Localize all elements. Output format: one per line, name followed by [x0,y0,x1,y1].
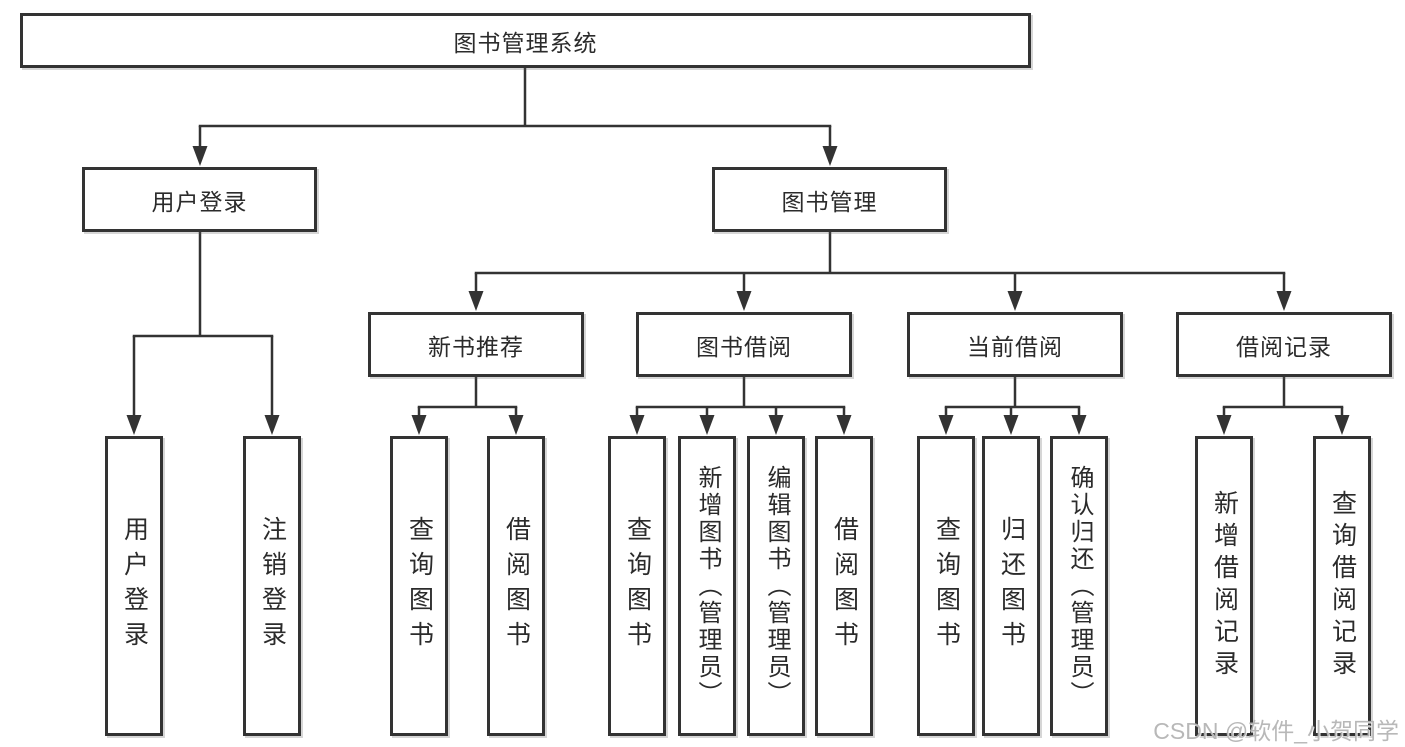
node-book-management-label: 图书管理 [781,188,878,215]
csdn-watermark: CSDN @软件_小贺同学 [1153,718,1399,744]
leaf-borrow-books-recommend: 借阅图书 [487,436,545,736]
leaf-add-books-admin-label: 新增图书（管理员） [694,464,721,708]
leaf-query-books-current: 查询图书 [917,436,975,736]
node-root: 图书管理系统 [20,13,1031,68]
node-new-book-recommend-label: 新书推荐 [428,333,524,360]
leaf-borrow-books: 借阅图书 [815,436,873,736]
node-book-management: 图书管理 [712,167,947,232]
node-current-borrowing-label: 当前借阅 [967,333,1063,360]
node-new-book-recommend: 新书推荐 [368,312,584,377]
leaf-query-books-recommend: 查询图书 [390,436,448,736]
node-root-label: 图书管理系统 [453,29,598,56]
leaf-logout: 注销登录 [243,436,301,736]
leaf-query-books-borrowing-label: 查询图书 [623,516,652,656]
node-borrowing-records: 借阅记录 [1176,312,1392,377]
leaf-query-borrow-record: 查询借阅记录 [1313,436,1371,736]
leaf-edit-books-admin-label: 编辑图书（管理员） [763,464,790,708]
leaf-logout-label: 注销登录 [258,516,287,656]
leaf-return-books-label: 归还图书 [997,516,1026,656]
leaf-return-books: 归还图书 [982,436,1040,736]
leaf-confirm-return-admin: 确认归还（管理员） [1050,436,1108,736]
leaf-query-books-recommend-label: 查询图书 [405,516,434,656]
leaf-query-books-current-label: 查询图书 [932,516,961,656]
leaf-confirm-return-admin-label: 确认归还（管理员） [1066,464,1093,708]
node-borrowing-records-label: 借阅记录 [1236,333,1332,360]
leaf-add-borrow-record: 新增借阅记录 [1195,436,1253,736]
leaf-query-borrow-record-label: 查询借阅记录 [1328,490,1357,682]
leaf-user-login: 用户登录 [105,436,163,736]
leaf-add-books-admin: 新增图书（管理员） [678,436,736,736]
node-book-borrowing-label: 图书借阅 [696,333,792,360]
node-user-login: 用户登录 [82,167,317,232]
node-user-login-label: 用户登录 [151,188,248,215]
node-current-borrowing: 当前借阅 [907,312,1123,377]
leaf-add-borrow-record-label: 新增借阅记录 [1210,490,1239,682]
leaf-borrow-books-recommend-label: 借阅图书 [502,516,531,656]
leaf-user-login-label: 用户登录 [120,516,149,656]
leaf-query-books-borrowing: 查询图书 [608,436,666,736]
leaf-borrow-books-label: 借阅图书 [830,516,859,656]
node-book-borrowing: 图书借阅 [636,312,852,377]
leaf-edit-books-admin: 编辑图书（管理员） [747,436,805,736]
